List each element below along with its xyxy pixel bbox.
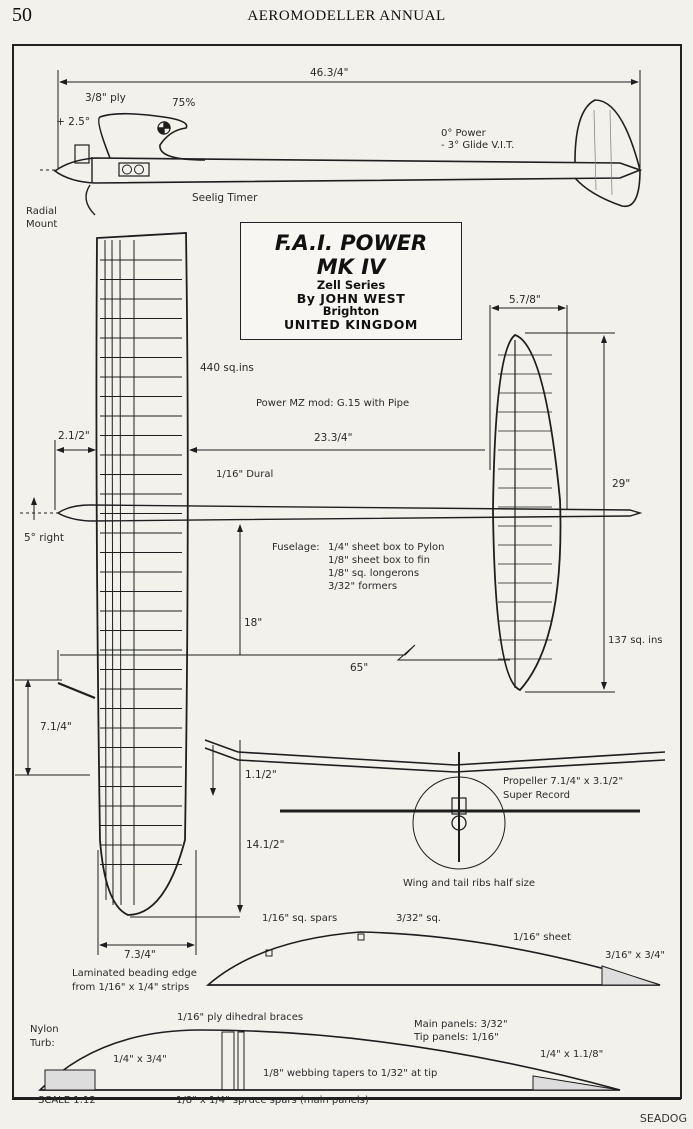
tail-spar-sq-label: 3/32" sq.: [396, 913, 441, 924]
overall-length-label: 46.3/4": [310, 67, 349, 79]
propeller-label: Propeller 7.1/4" x 3.1/2": [503, 776, 624, 787]
engine-label: Power MZ mod: G.15 with Pipe: [256, 398, 410, 409]
wing-area-label: 440 sq.ins: [200, 362, 254, 374]
main-rib-label: Main panels: 3/32": [414, 1019, 508, 1030]
tail-moment-label: 23.3/4": [314, 432, 353, 444]
pylon-material-label: 3/8" ply: [85, 92, 126, 104]
mount-label-1: Radial: [26, 206, 57, 217]
page-number: 50: [12, 4, 32, 26]
tail-area-label: 137 sq. ins: [608, 635, 663, 646]
tailplane-plan: [489, 305, 615, 693]
tip-panel-span-label: 14.1/2": [246, 839, 285, 851]
cg-label: 75%: [172, 97, 196, 109]
wing-incidence-label: + 2.5°: [56, 116, 91, 128]
wingspan-label: 65": [350, 662, 369, 674]
timer-label: Seelig Timer: [192, 192, 258, 204]
tail-spars-label: 1/16" sq. spars: [262, 913, 338, 924]
prop-make-label: Super Record: [503, 790, 571, 801]
tail-span-label: 29": [612, 478, 631, 490]
series-name: Zell Series: [316, 278, 386, 292]
tail-incidence-glide-label: - 3° Glide V.I.T.: [441, 140, 515, 151]
webbing-label: 1/8" webbing tapers to 1/32" at tip: [263, 1068, 438, 1079]
fuselage-spec-1: 1/4" sheet box to Pylon: [328, 542, 445, 553]
dihedral-braces-label: 1/16" ply dihedral braces: [177, 1012, 304, 1023]
credit-label: SEADOG: [639, 1112, 687, 1125]
town: Brighton: [322, 304, 380, 318]
fuselage-spec-4: 3/32" formers: [328, 581, 398, 592]
front-view: [204, 739, 666, 870]
rib-note: Wing and tail ribs half size: [403, 878, 536, 889]
tail-le-label-1: Laminated beading edge: [72, 968, 197, 979]
publication-title: AEROMODELLER ANNUAL: [247, 8, 446, 24]
tail-le-label-2: from 1/16" x 1/4" strips: [72, 982, 190, 993]
downthrust-label: 5° right: [24, 532, 64, 544]
root-chord-label: 7.3/4": [124, 949, 156, 961]
side-view: [40, 70, 643, 216]
country: UNITED KINGDOM: [284, 317, 418, 332]
centre-dihedral-label: 1.1/2": [245, 769, 277, 781]
tongue-label: 1/16" Dural: [216, 469, 274, 480]
tail-chord-label: 5.7/8": [509, 294, 541, 306]
scale-label: SCALE 1:12: [38, 1095, 96, 1106]
tail-incidence-power-label: 0° Power: [441, 128, 486, 139]
designer: By JOHN WEST: [296, 291, 406, 306]
plan-dimensions: [15, 440, 510, 955]
turbulator-label-1: Nylon: [30, 1024, 59, 1035]
wing-te-label: 1/4" x 1.1/8": [540, 1049, 604, 1060]
title-box: F.A.I. POWER MK IV Zell Series By JOHN W…: [240, 222, 462, 340]
tail-te-label: 3/16" x 3/4": [605, 950, 666, 961]
fuselage-spec-2: 1/8" sheet box to fin: [328, 555, 430, 566]
fuselage-plan: [20, 497, 643, 522]
model-mark: MK IV: [316, 255, 386, 279]
wing-le-label: 1/4" x 3/4": [113, 1054, 167, 1065]
tip-rib-label: Tip panels: 1/16": [414, 1032, 499, 1043]
fuselage-label: Fuselage:: [272, 542, 320, 553]
tail-rib-section: [205, 931, 661, 986]
tip-dihedral-label: 7.1/4": [40, 721, 72, 733]
spars-label: 1/8" x 1/4" spruce spars (main panels): [176, 1095, 369, 1106]
centre-panel-span-label: 18": [244, 617, 263, 629]
tail-sheet-label: 1/16" sheet: [513, 932, 572, 943]
turbulator-label-2: Turb:: [30, 1038, 55, 1049]
nose-moment-label: 2.1/2": [58, 430, 90, 442]
wing-plan: [95, 232, 189, 916]
mount-label-2: Mount: [26, 219, 58, 230]
fuselage-spec-3: 1/8" sq. longerons: [328, 568, 420, 579]
model-name: F.A.I. POWER: [274, 231, 428, 255]
wing-rib-section: [12, 1029, 681, 1100]
